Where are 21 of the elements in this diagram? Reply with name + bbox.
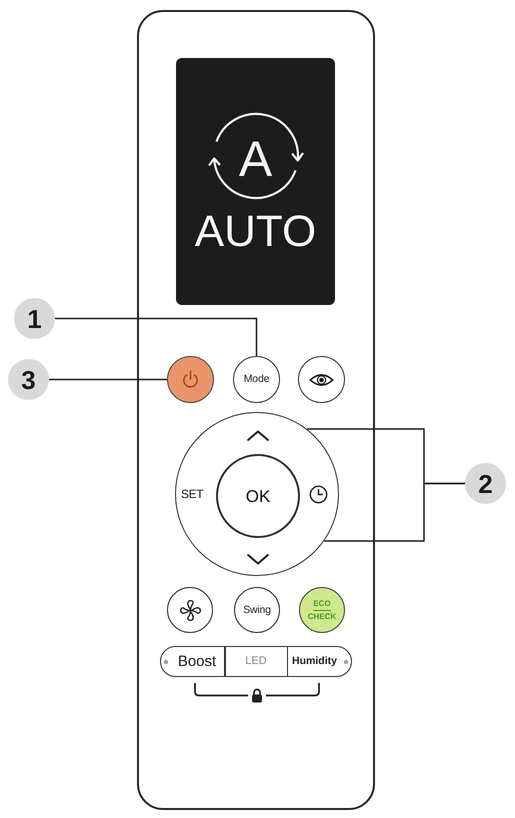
eco-check-button: ECO CHECK [299, 587, 345, 633]
mode-label: AUTO [194, 210, 316, 254]
direction-pad [175, 412, 339, 576]
callout-number: 3 [8, 359, 49, 400]
humidity-key: Humidity [288, 647, 341, 676]
leader-line [324, 482, 465, 542]
swing-button: Swing [234, 587, 280, 633]
boost-key: Boost [170, 647, 224, 676]
callout-number: 1 [14, 298, 55, 339]
eye-button [298, 356, 345, 403]
mode-button: Mode [233, 356, 280, 403]
leader-line [55, 318, 258, 356]
power-button [167, 356, 214, 403]
display-screen [176, 58, 335, 305]
icon-letter: A [238, 134, 272, 184]
led-key: LED [226, 647, 286, 676]
set-label: SET [181, 488, 204, 500]
ok-button: OK [216, 454, 300, 538]
leader-line [49, 378, 167, 380]
callout-number: 2 [465, 463, 506, 504]
fan-button [167, 587, 213, 633]
